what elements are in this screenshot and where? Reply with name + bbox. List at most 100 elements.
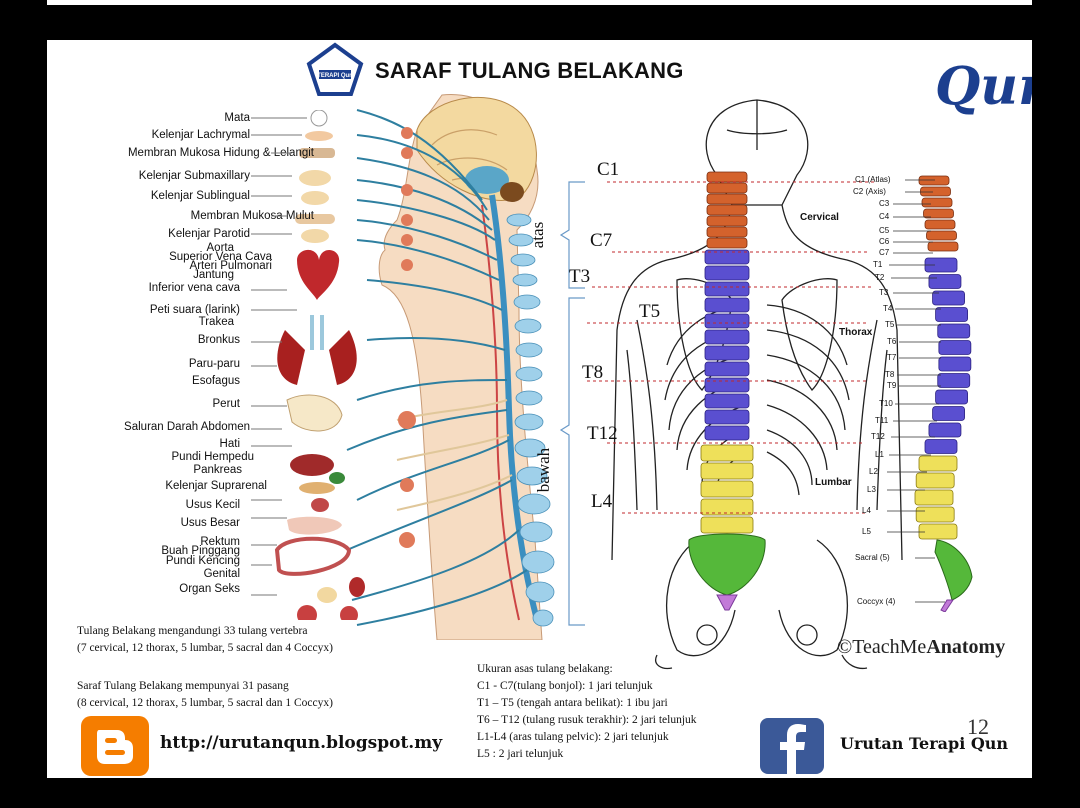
spine-label-l4: L4 [862, 506, 871, 515]
nervous-system-illustration [346, 93, 555, 640]
back-vertebra-thoracic [704, 249, 750, 265]
segment-label-l4: L4 [591, 491, 613, 512]
back-vertebra-lumbar [700, 498, 754, 516]
note-measurements: Ukuran asas tulang belakang: C1 - C7(tul… [477, 663, 697, 760]
lateral-vertebra-thoracic [937, 323, 971, 339]
segment-label-t5: T5 [639, 301, 661, 322]
region-label-atas: atas [528, 221, 548, 249]
back-vertebra-thoracic [704, 265, 750, 281]
lateral-vertebra-cervical [924, 219, 956, 230]
organ-label-pundi-hempedu: Pundi Hempedu [171, 451, 254, 463]
organ-label-kelenjar-submaxillary: Kelenjar Submaxillary [138, 170, 250, 182]
spine-label-t7: T7 [887, 353, 897, 362]
spine-label-c4: C4 [879, 212, 890, 221]
organ-label-bronkus: Bronkus [197, 334, 240, 346]
spine-group-cervical: Cervical [800, 212, 839, 223]
organ-label-peti-suara: Peti suara (larink) [149, 304, 240, 316]
lateral-vertebra-cervical [926, 230, 957, 241]
region-label-bawah: bawah [534, 447, 554, 493]
lateral-vertebra-thoracic [935, 307, 968, 322]
lateral-vertebra-thoracic [938, 356, 972, 372]
back-coccyx [716, 594, 738, 611]
lateral-vertebra-lumbar [914, 489, 954, 506]
lateral-lumbar-vertebrae [914, 455, 958, 540]
back-vertebra-lumbar [700, 462, 754, 480]
organ-label-kelenjar-sublingual: Kelenjar Sublingual [150, 190, 250, 202]
organ-label-trakea: Trakea [198, 316, 234, 328]
lateral-vertebra-thoracic [932, 290, 965, 306]
back-lumbar-vertebrae [700, 444, 754, 534]
lateral-vertebra-cervical [923, 208, 954, 219]
note-nerves: Saraf Tulang Belakang mempunyai 31 pasan… [77, 680, 333, 709]
back-vertebra-thoracic [704, 393, 750, 409]
segment-label-t12: T12 [587, 423, 618, 444]
spine-label-sacral: Sacral (5) [855, 553, 890, 562]
spine-label-t10: T10 [879, 399, 893, 408]
slide: TERAPI Qun SARAF TULANG BELAKANG Qun [47, 40, 1032, 778]
organ-label-superior-vena-cava: Superior Vena Cava [169, 251, 272, 263]
teachmeanatomy-credit: ©TeachMeAnatomy [837, 636, 1006, 658]
lateral-vertebra-thoracic [928, 422, 962, 438]
spine-label-t5: T5 [885, 320, 895, 329]
organ-label-kelenjar-suprarenal: Kelenjar Suprarenal [165, 480, 267, 492]
spine-label-t2: T2 [875, 273, 885, 282]
organ-label-jantung: Jantung [193, 269, 234, 281]
spine-label-c5: C5 [879, 226, 890, 235]
organ-label-kelenjar-lachrymal: Kelenjar Lachrymal [151, 129, 250, 141]
organ-label-organ-seks: Organ Seks [179, 583, 240, 595]
facebook-icon[interactable] [760, 718, 824, 774]
spine-label-t8: T8 [885, 370, 895, 379]
organ-illustrations [274, 110, 365, 620]
segment-label-t8: T8 [582, 362, 604, 383]
spine-label-coccyx: Coccyx (4) [857, 597, 896, 606]
spine-label-c3: C3 [879, 199, 890, 208]
spine-label-t12: T12 [871, 432, 885, 441]
terapi-qun-pentagon-logo: TERAPI Qun [306, 42, 364, 96]
back-vertebral-column [688, 171, 766, 611]
organ-label-usus-besar: Usus Besar [180, 517, 240, 529]
blog-url-link[interactable]: http://urutanqun.blogspot.my [160, 733, 443, 753]
segment-guide-lines [587, 181, 877, 514]
back-vertebra-thoracic [704, 345, 750, 361]
lateral-vertebra-thoracic [938, 340, 972, 355]
back-vertebra-thoracic [704, 329, 750, 345]
back-vertebra-thoracic [704, 297, 750, 313]
lateral-cervical-vertebrae [918, 175, 959, 252]
note-vertebrae: Tulang Belakang mengandungi 33 tulang ve… [77, 625, 333, 654]
spine-label-t4: T4 [883, 304, 893, 313]
lateral-spine [914, 175, 973, 612]
back-vertebra-cervical [706, 204, 748, 216]
lateral-vertebra-lumbar [915, 472, 955, 489]
svg-text:TERAPI Qun: TERAPI Qun [317, 73, 353, 79]
back-vertebra-thoracic [704, 425, 750, 441]
back-vertebra-lumbar [700, 444, 754, 462]
lateral-vertebra-lumbar [918, 523, 958, 540]
spine-label-c2: C2 (Axis) [853, 187, 886, 196]
back-vertebra-cervical [706, 182, 748, 194]
spine-label-t1: T1 [873, 260, 883, 269]
lateral-coccyx [940, 599, 954, 612]
spine-label-t3: T3 [879, 288, 889, 297]
spine-label-c1: C1 (Atlas) [855, 175, 891, 184]
spine-label-l1: L1 [875, 450, 884, 459]
blogger-icon[interactable] [81, 716, 149, 776]
spine-label-l3: L3 [867, 485, 876, 494]
region-brackets [559, 181, 585, 626]
lateral-vertebra-cervical [920, 186, 951, 197]
spine-label-l5: L5 [862, 527, 871, 536]
segment-label-t3: T3 [569, 266, 591, 287]
lateral-vertebra-thoracic [937, 373, 971, 388]
organ-label-inferior-vena-cava: Inferior vena cava [148, 282, 240, 294]
lateral-vertebra-thoracic [932, 406, 965, 421]
back-vertebra-thoracic [704, 281, 750, 297]
organ-label-membran-mukosa-mulut: Membran Mukosa Mulut [190, 210, 314, 222]
spine-label-t6: T6 [887, 337, 897, 346]
brand-name: Urutan Terapi Qun [840, 734, 1009, 753]
organ-label-buah-pinggang: Buah Pinggang [161, 545, 240, 557]
organ-label-saluran-darah-abdomen: Saluran Darah Abdomen [124, 421, 250, 433]
organ-label-hati: Hati [219, 438, 240, 450]
segment-label-c1: C1 [597, 159, 620, 180]
lateral-vertebra-lumbar [918, 455, 958, 472]
spine-label-t9: T9 [887, 381, 897, 390]
organ-label-membran-mukosa-hidung: Membran Mukosa Hidung & Lelangit [127, 147, 314, 159]
